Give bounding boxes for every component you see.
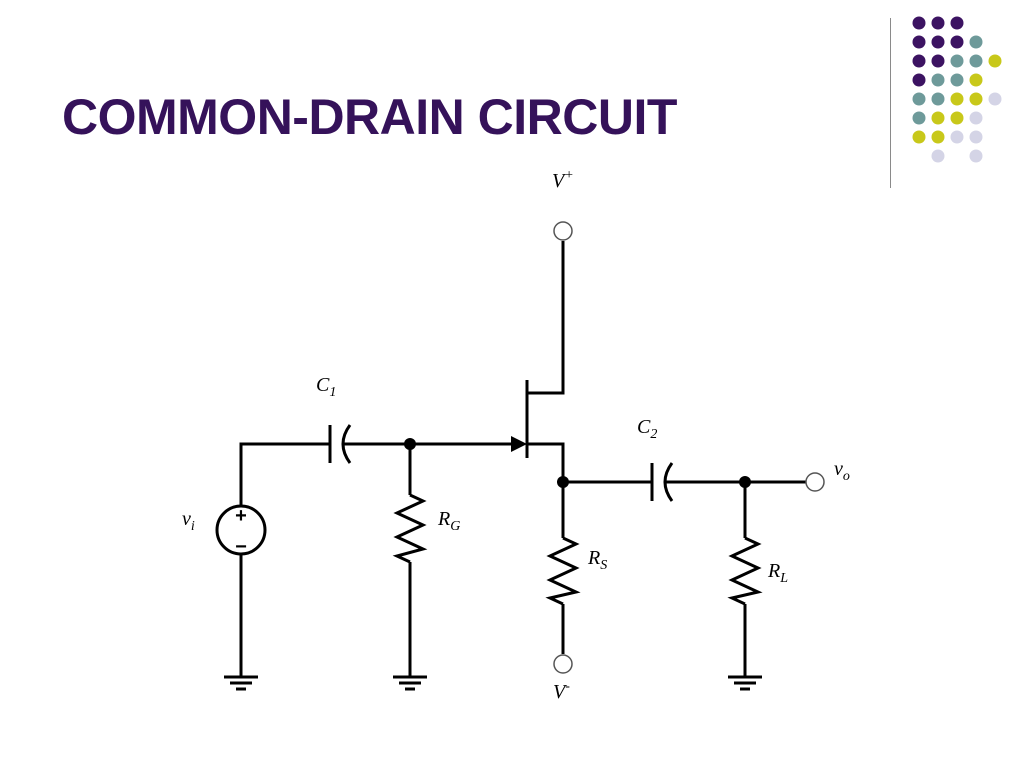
source-plus-sign: + [235, 505, 247, 527]
decorative-dot [969, 149, 983, 163]
resistor-rs [545, 536, 581, 606]
decorative-dot [950, 54, 964, 68]
terminal-vplus [553, 221, 573, 241]
vo-label: vo [834, 458, 850, 484]
decorative-dot [969, 35, 983, 49]
decorative-dot [931, 149, 945, 163]
decorative-dot [950, 130, 964, 144]
decorative-dot-grid [912, 16, 1002, 163]
jfet-gate-arrow [511, 436, 527, 452]
wire-drain [527, 241, 565, 395]
decorative-dot [950, 92, 964, 106]
rs-label: RS [587, 547, 607, 573]
decorative-dot [912, 16, 926, 30]
decorative-dot [969, 54, 983, 68]
decorative-dot [931, 92, 945, 106]
decorative-dot [950, 111, 964, 125]
source-minus-sign: − [235, 536, 247, 558]
resistor-rl [727, 536, 763, 606]
decorative-dot [988, 54, 1002, 68]
decorative-dot [912, 111, 926, 125]
vi-label: vi [182, 508, 195, 534]
decorative-dot [912, 130, 926, 144]
decorative-dot [950, 73, 964, 87]
c2-label: C2 [637, 416, 657, 442]
decorative-dot [931, 73, 945, 87]
terminal-vminus [553, 654, 573, 674]
decorative-dot [931, 35, 945, 49]
decorative-dot [988, 92, 1002, 106]
rg-label: RG [437, 508, 460, 534]
vminus-label: V- [553, 679, 570, 703]
slide-title: COMMON-DRAIN CIRCUIT [62, 89, 677, 145]
decorative-dot [950, 35, 964, 49]
ground-symbol-rg [393, 675, 427, 691]
wire-source [527, 442, 565, 482]
decorative-dot [912, 73, 926, 87]
decorative-dot [912, 54, 926, 68]
rl-label: RL [767, 560, 788, 586]
decorative-dot [931, 130, 945, 144]
junction-gate [404, 438, 416, 450]
decorative-dot [969, 111, 983, 125]
wire-input-top [239, 442, 330, 506]
ground-symbol-input [224, 675, 258, 691]
decorative-divider [890, 18, 891, 188]
decorative-dot [931, 54, 945, 68]
resistor-rg [392, 493, 428, 564]
ground-symbol-rl [728, 675, 762, 691]
decorative-dot [931, 111, 945, 125]
decorative-dot [969, 92, 983, 106]
decorative-dot [931, 16, 945, 30]
vplus-label: V+ [552, 168, 574, 192]
c1-label: C1 [316, 374, 336, 400]
decorative-dot [950, 16, 964, 30]
decorative-dot [912, 92, 926, 106]
junction-output [739, 476, 751, 488]
decorative-dot [969, 130, 983, 144]
decorative-dot [969, 73, 983, 87]
decorative-dot [912, 35, 926, 49]
junction-source [557, 476, 569, 488]
terminal-output [805, 472, 825, 492]
